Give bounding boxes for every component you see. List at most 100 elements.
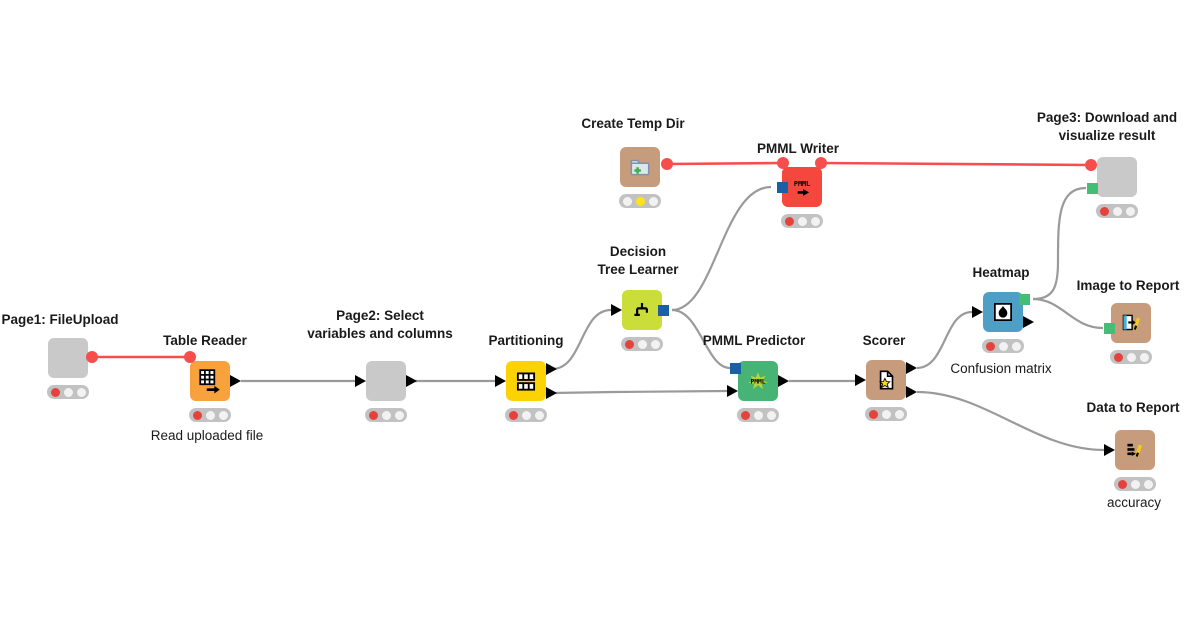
node-label-page1[interactable]: Page1: FileUpload [1, 312, 119, 327]
node-label-page2[interactable]: Page2: Select variables and columns [307, 308, 453, 341]
image-input-port[interactable] [1103, 322, 1115, 334]
node-page2-select[interactable] [354, 361, 417, 422]
status-light [635, 196, 645, 206]
node-partitioning[interactable] [494, 361, 557, 422]
node-create-temp-dir[interactable] [619, 147, 673, 208]
pmml-predictor-icon: PMML [748, 372, 768, 390]
partition-icon [516, 372, 536, 391]
node-data-to-report[interactable] [1103, 430, 1156, 491]
node-table-reader[interactable] [184, 351, 241, 422]
node-label-image-to-report[interactable]: Image to Report [1076, 278, 1180, 293]
status-light [76, 387, 86, 397]
node-comment-data-to-report[interactable]: accuracy [1106, 495, 1162, 510]
status-traffic-light [1114, 477, 1156, 491]
status-traffic-light [189, 408, 231, 422]
node-label-partitioning[interactable]: Partitioning [488, 333, 564, 348]
node-pmml-writer[interactable]: PMML [776, 157, 827, 228]
wire-dtl-pmmlpredictor [671, 308, 731, 370]
data-output-port[interactable] [1023, 315, 1034, 328]
flowvar-output-port[interactable] [661, 158, 673, 170]
status-light [648, 196, 658, 206]
status-light [50, 387, 60, 397]
status-light [218, 410, 228, 420]
status-traffic-light [47, 385, 89, 399]
data-input-port[interactable] [354, 374, 366, 387]
svg-text:PMML: PMML [750, 378, 765, 385]
status-light [881, 409, 891, 419]
node-label-data-to-report[interactable]: Data to Report [1086, 400, 1180, 415]
status-light [797, 216, 807, 226]
model-output-port[interactable] [657, 304, 669, 316]
data-output-port[interactable] [406, 374, 417, 387]
status-light [192, 410, 202, 420]
status-light [740, 410, 750, 420]
status-light [622, 196, 632, 206]
wire-heatmap-page3 [1032, 186, 1087, 301]
status-traffic-light [737, 408, 779, 422]
flowvar-output-port[interactable] [86, 351, 98, 363]
flame-icon [994, 303, 1012, 321]
node-page3-download[interactable] [1085, 157, 1138, 218]
data-input-port[interactable] [610, 303, 622, 316]
status-light [1143, 479, 1153, 489]
node-label-heatmap[interactable]: Heatmap [972, 265, 1030, 280]
wire-partitioning-pmmlpredictor [551, 389, 728, 395]
data-output-port-top[interactable] [906, 361, 917, 374]
status-light [1125, 206, 1135, 216]
image-output-port[interactable] [1018, 293, 1030, 305]
wire-createtempdir-pmmlwriter [666, 161, 784, 166]
flowvar-input-port[interactable] [184, 351, 196, 363]
node-decision-tree-learner[interactable] [610, 290, 669, 351]
node-label-pmml-writer[interactable]: PMML Writer [756, 141, 840, 156]
status-light [381, 410, 391, 420]
data-output-port-bottom[interactable] [906, 385, 917, 398]
image-input-port[interactable] [1086, 182, 1098, 194]
data-output-port-train[interactable] [546, 362, 557, 375]
status-light [810, 216, 820, 226]
node-label-dtl[interactable]: Decision Tree Learner [597, 244, 679, 277]
status-traffic-light [982, 339, 1024, 353]
status-light [1117, 479, 1127, 489]
status-traffic-light [1110, 350, 1152, 364]
model-input-port[interactable] [729, 362, 741, 374]
wire-scorer-heatmap [916, 310, 973, 370]
status-light [1130, 479, 1140, 489]
status-light [1126, 352, 1136, 362]
folder-plus-icon [630, 159, 650, 176]
table-reader-icon [199, 369, 220, 394]
status-light [205, 410, 215, 420]
data-output-port-test[interactable] [546, 386, 557, 399]
node-pmml-predictor[interactable]: PMML [726, 361, 789, 422]
node-page1-fileupload[interactable] [47, 338, 98, 399]
node-label-page3[interactable]: Page3: Download and visualize result [1036, 110, 1178, 143]
data-input-port[interactable] [726, 384, 738, 397]
node-label-create-temp[interactable]: Create Temp Dir [581, 116, 685, 131]
status-light [985, 341, 995, 351]
node-heatmap[interactable] [971, 292, 1034, 353]
flowvar-input-port[interactable] [1085, 159, 1097, 171]
data-output-port[interactable] [778, 374, 789, 387]
status-light [1139, 352, 1149, 362]
node-label-pmml-predictor[interactable]: PMML Predictor [702, 333, 806, 348]
data-input-port[interactable] [971, 305, 983, 318]
flowvar-output-port[interactable] [815, 157, 827, 169]
data-output-port[interactable] [230, 374, 241, 387]
node-scorer[interactable] [854, 360, 917, 421]
status-light [784, 216, 794, 226]
node-image-to-report[interactable] [1103, 303, 1152, 364]
node-label-scorer[interactable]: Scorer [862, 333, 906, 348]
node-comment-heatmap[interactable]: Confusion matrix [950, 361, 1052, 376]
data-input-port[interactable] [1103, 443, 1115, 456]
status-traffic-light [621, 337, 663, 351]
status-light [868, 409, 878, 419]
node-label-table-reader[interactable]: Table Reader [163, 333, 247, 348]
wire-heatmap-imagetoreport [1032, 297, 1104, 330]
data-input-port[interactable] [854, 373, 866, 386]
model-input-port[interactable] [776, 181, 788, 193]
status-traffic-light [865, 407, 907, 421]
flowvar-input-port[interactable] [777, 157, 789, 169]
data-input-port[interactable] [494, 374, 506, 387]
node-comment-table-reader[interactable]: Read uploaded file [150, 428, 264, 443]
status-light [1099, 206, 1109, 216]
